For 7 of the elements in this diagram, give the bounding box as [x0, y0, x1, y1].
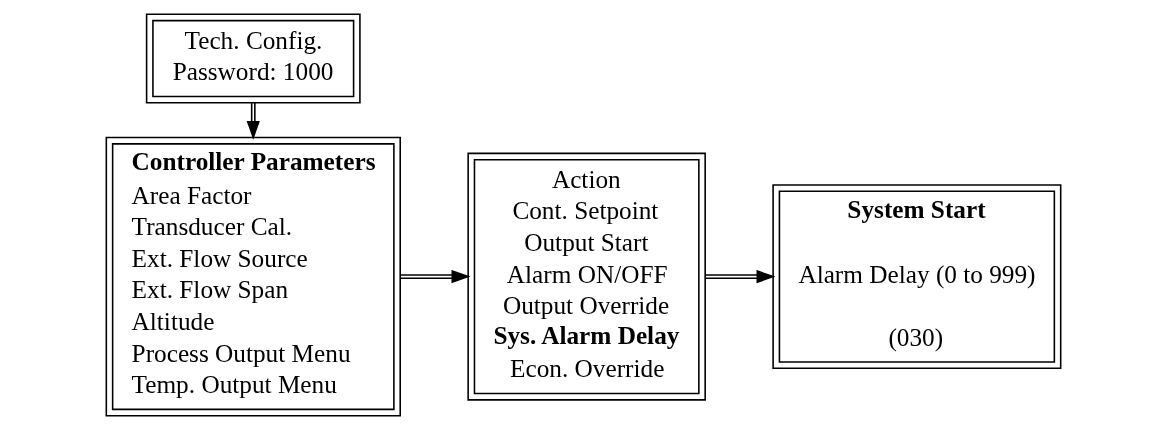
node-box: Controller Parameters Area Factor Transducer Cal. Ext. Flow Source Ext. Flow Span Altitude Process Output Menu Temp. Output Menu	[105, 136, 401, 417]
node-box: Tech. Config. Password: 1000	[145, 13, 361, 104]
node-box: Action Cont. Setpoint Output Start Alarm ON/OFF Output Override Sys. Alarm Delay Econ. Override	[467, 152, 706, 401]
arrow	[704, 269, 776, 284]
arrow	[399, 269, 471, 284]
node-box: System Start Alarm Delay (0 to 999) (030)	[772, 184, 1062, 370]
arrow	[246, 102, 260, 140]
